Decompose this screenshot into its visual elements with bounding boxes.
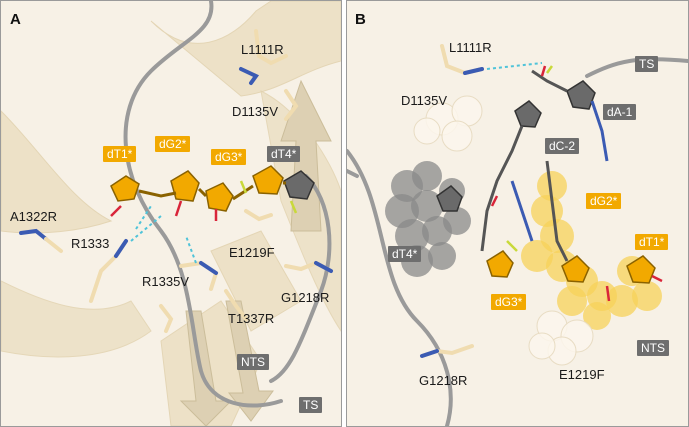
tag-b-dg3: dG3* (491, 294, 527, 310)
dna-backbone-a (123, 1, 332, 408)
label-r1333: R1333 (71, 236, 110, 251)
label-e1219f: E1219F (229, 245, 275, 260)
label-d1135v: D1135V (232, 104, 279, 119)
panel-b-structure (347, 44, 688, 426)
label-t1337r: T1337R (228, 311, 275, 326)
label-b-g1218r: G1218R (419, 373, 468, 388)
side-chains-b (420, 44, 484, 358)
label-b-l1111r: L1111R (449, 40, 492, 55)
tag-dg3: dG3* (211, 149, 247, 165)
spheres-white (413, 95, 594, 366)
label-r1335v: R1335V (142, 274, 189, 289)
tag-b-dt1: dT1* (635, 234, 669, 250)
hbonds-b (486, 62, 543, 70)
nucleotides-b (436, 65, 663, 302)
label-g1218r: G1218R (281, 290, 330, 305)
tag-b-nts: NTS (637, 340, 669, 356)
tag-b-da1: dA-1 (603, 104, 637, 120)
dna-backbone-b (347, 57, 688, 426)
nucleotides-a (110, 165, 315, 221)
label-b-d1135v: D1135V (401, 93, 448, 108)
label-b-e1219f: E1219F (559, 367, 605, 382)
panel-a-letter: A (10, 11, 21, 28)
tag-b-ts: TS (635, 56, 659, 72)
label-a1322r: A1322R (10, 209, 57, 224)
panel-b: B L1111R D1135V G1218R E1219F TS dA-1 dC… (346, 0, 689, 427)
tag-b-dg2: dG2* (586, 193, 622, 209)
label-l1111r: L1111R (241, 42, 284, 57)
spheres-dt4 (385, 161, 471, 277)
tag-b-dc2: dC-2 (545, 138, 580, 154)
side-chains-a (19, 29, 333, 333)
tag-nts: NTS (237, 354, 269, 370)
tag-dg2: dG2* (155, 136, 191, 152)
panel-a: A L1111R D1135V A1322R R1333 R1335V E121… (0, 0, 342, 427)
hbonds-a (130, 205, 197, 264)
tag-dt1: dT1* (103, 146, 137, 162)
tag-ts: TS (299, 397, 323, 413)
tag-b-dt4: dT4* (388, 246, 422, 262)
tag-dt4: dT4* (267, 146, 301, 162)
panel-b-letter: B (355, 11, 366, 28)
